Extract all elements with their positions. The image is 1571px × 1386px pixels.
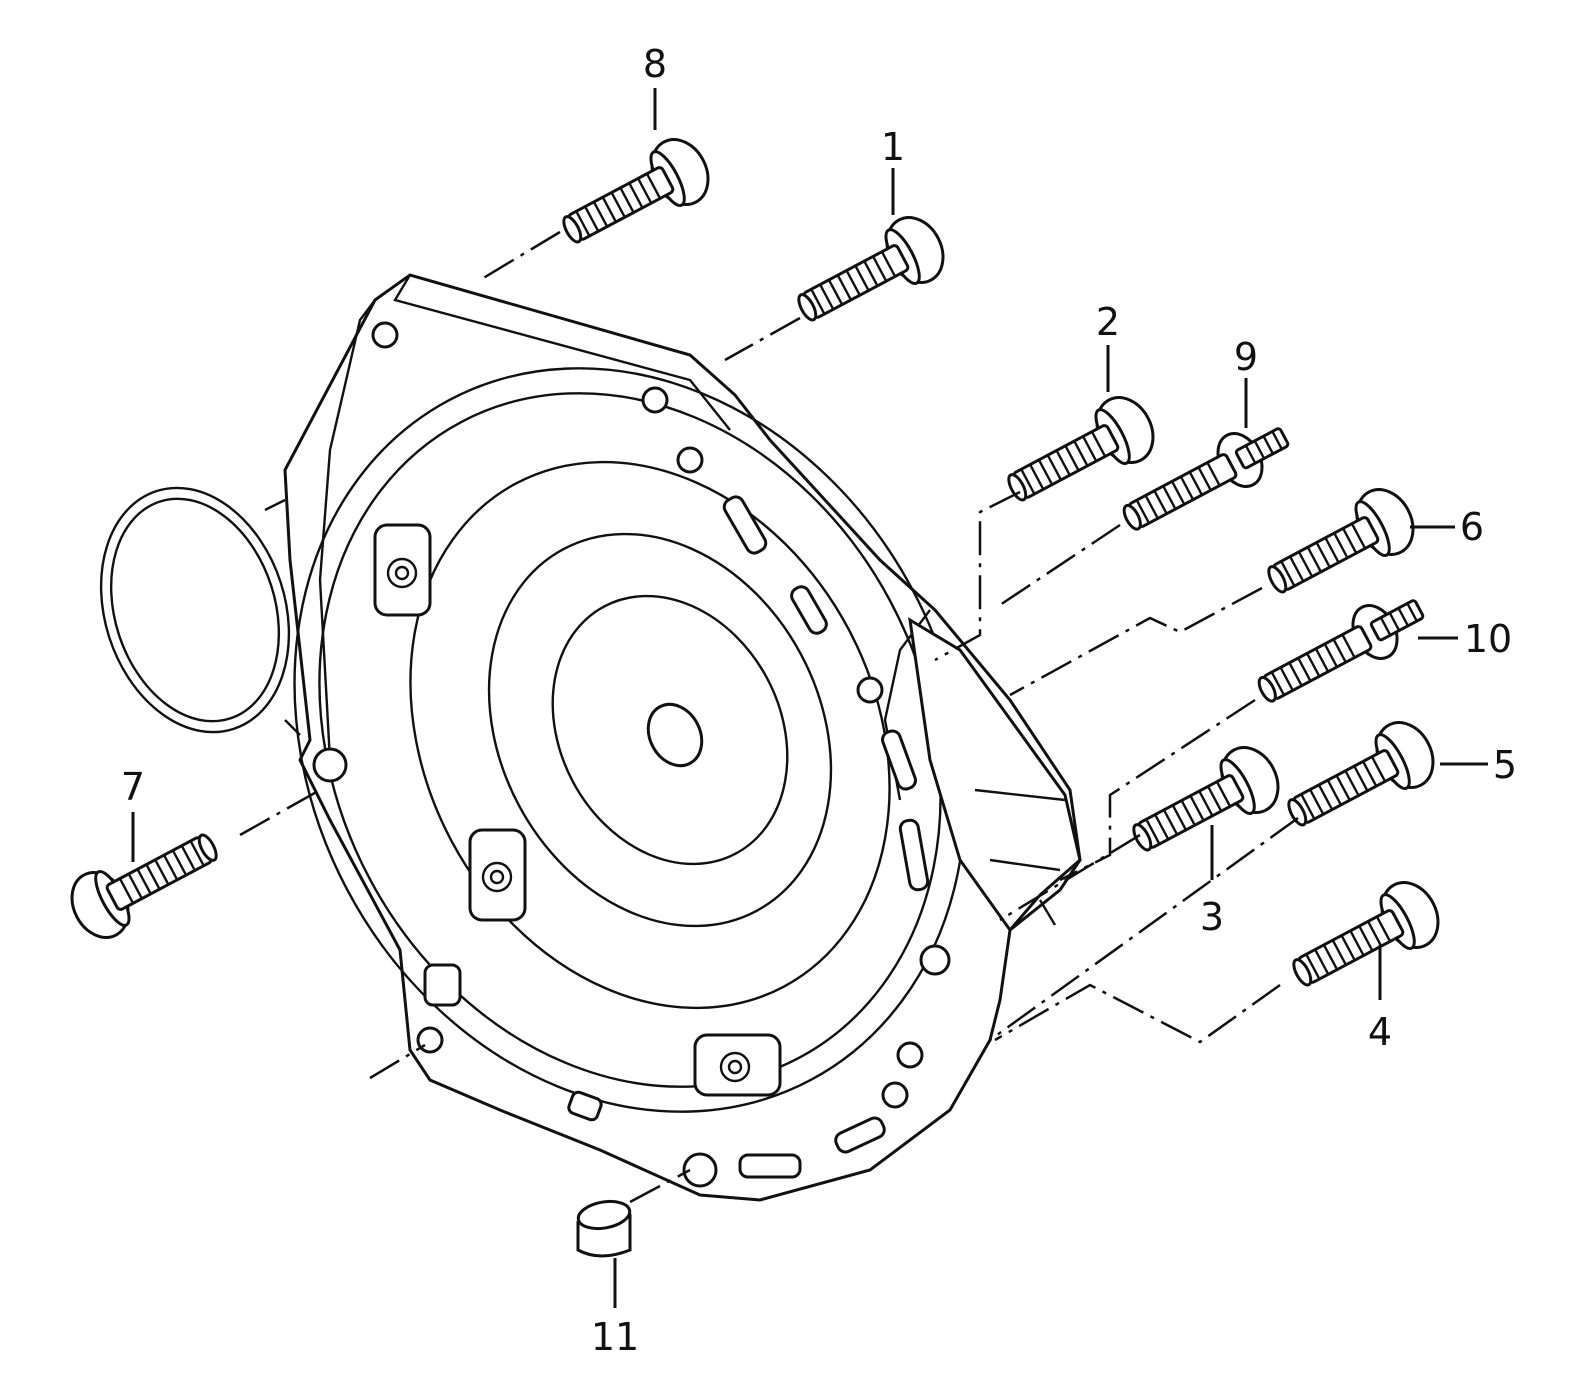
bolt-8 bbox=[549, 128, 721, 264]
leader-lines bbox=[131, 88, 1488, 1308]
bolt-1 bbox=[784, 206, 956, 342]
callout-9: 9 bbox=[1234, 335, 1258, 379]
callout-11: 11 bbox=[591, 1315, 639, 1359]
callout-labels: 8 1 2 9 6 10 5 3 4 7 11 bbox=[121, 42, 1517, 1359]
callout-5: 5 bbox=[1493, 743, 1517, 787]
callout-7: 7 bbox=[121, 765, 145, 809]
callout-2: 2 bbox=[1096, 300, 1120, 344]
callout-8: 8 bbox=[643, 42, 667, 86]
bolt-7 bbox=[59, 813, 231, 949]
callout-10: 10 bbox=[1464, 617, 1512, 661]
callout-3: 3 bbox=[1200, 895, 1224, 939]
o-ring bbox=[99, 486, 301, 736]
transmission-housing bbox=[283, 273, 1082, 1202]
stud-10 bbox=[1247, 582, 1434, 719]
dowel-sleeve-11 bbox=[576, 1199, 632, 1258]
callout-4: 4 bbox=[1368, 1010, 1392, 1054]
callout-6: 6 bbox=[1460, 505, 1484, 549]
bolt-6 bbox=[1254, 478, 1426, 614]
alignment-lines bbox=[239, 230, 1299, 1204]
bolt-5 bbox=[1274, 711, 1446, 847]
bolt-4 bbox=[1279, 871, 1451, 1007]
callout-1: 1 bbox=[881, 125, 905, 169]
bolt-3 bbox=[1119, 736, 1291, 872]
